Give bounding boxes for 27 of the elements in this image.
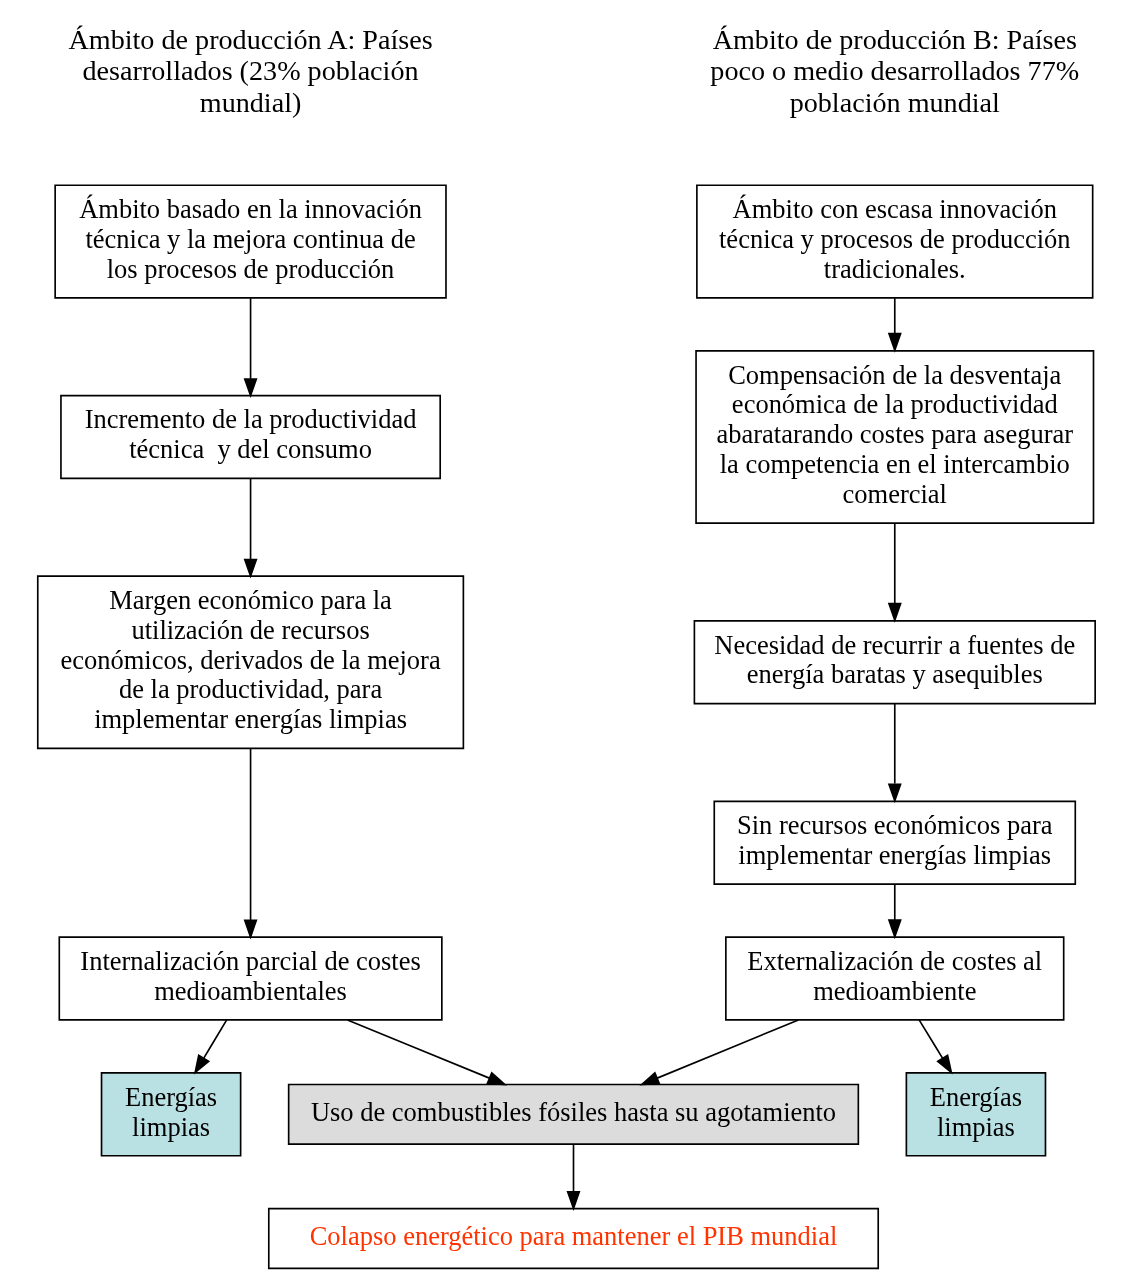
arrow (918, 1019, 953, 1075)
label: Ámbito de producción B: Países poco o medio desarrollados 77% población mundial (710, 23, 1080, 118)
label: Ámbito de producción A: Países desarrollados (23% población mundial) (68, 23, 433, 118)
node-box: Margen económico para la utilización de recursos económicos, derivados de la mejora de la productividad, para implementar energías limpias (36, 575, 465, 750)
arrow (566, 1143, 581, 1211)
arrow (346, 1019, 508, 1086)
arrow (243, 747, 258, 940)
arrow (887, 297, 902, 353)
arrow (243, 478, 258, 579)
arrow (193, 1019, 228, 1075)
node-box: Colapso energético para mantener el PIB mundial (267, 1207, 880, 1270)
node-box: Sin recursos económicos para implementar energías limpias (713, 800, 1077, 885)
node-box: Incremento de la productividad técnica y del consumo (60, 394, 441, 480)
arrow (887, 883, 902, 940)
node-box: Ámbito con escasa innovación técnica y procesos de producción tradicionales. (696, 184, 1094, 299)
arrow (243, 297, 258, 399)
node-box: Necesidad de recurrir a fuentes de energía baratas y asequibles (693, 619, 1096, 705)
node-box: Externalización de costes al medioambiente (725, 936, 1065, 1021)
arrow (887, 702, 902, 804)
node-box: Internalización parcial de costes medioambientales (58, 936, 443, 1021)
node-box: Energías limpias (905, 1072, 1047, 1157)
arrow (887, 522, 902, 623)
node-box: Uso de combustibles fósiles hasta su agotamiento (287, 1083, 860, 1145)
node-box: Ámbito basado en la innovación técnica y la mejora continua de los procesos de producción (54, 184, 447, 299)
arrow (639, 1019, 800, 1086)
node-box: Energías limpias (100, 1072, 242, 1157)
node-box: Compensación de la desventaja económica de la productividad abaratarando costes para asegurar la competencia en el intercambio comercial (695, 350, 1095, 524)
